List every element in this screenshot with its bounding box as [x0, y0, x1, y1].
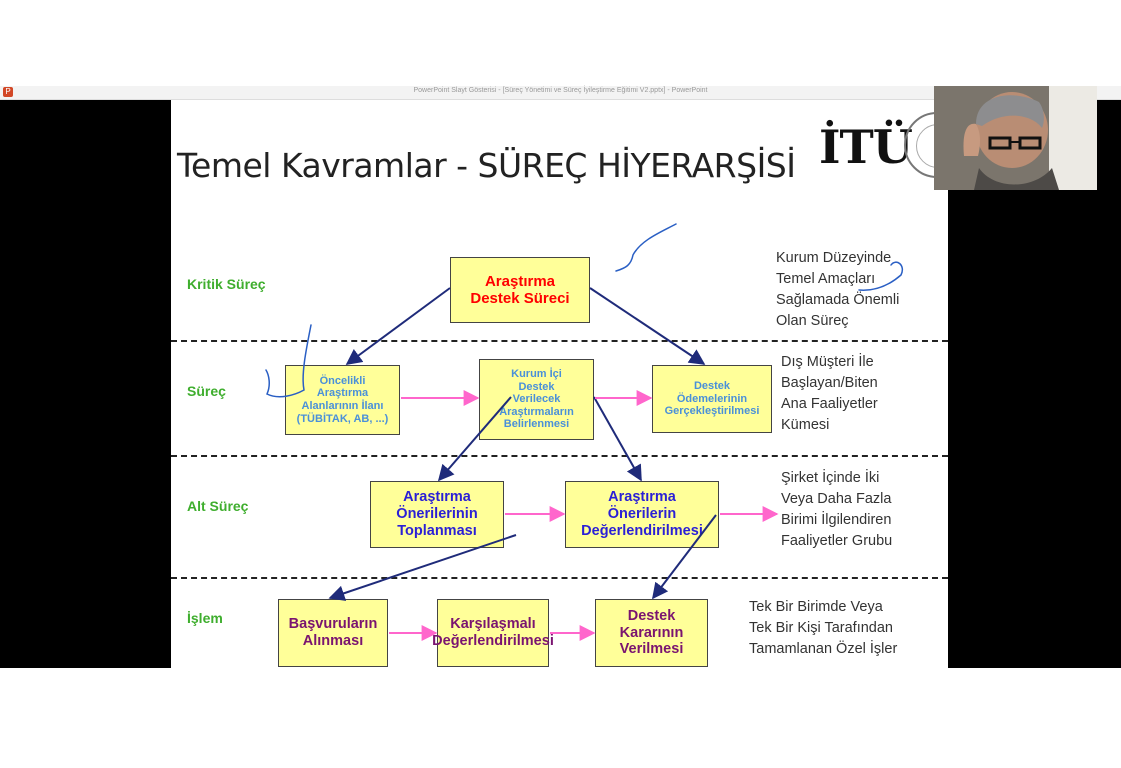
- box-basvurularin-alinmasi: Başvuruların Alınması: [278, 599, 388, 667]
- separator-3: [171, 577, 948, 579]
- diagram-connectors: [265, 223, 903, 641]
- separator-2: [171, 455, 948, 457]
- pen-stroke-3: [858, 261, 903, 291]
- box-oncelikli-alanlar: Öncelikli Araştırma Alanlarının İlanı (T…: [285, 365, 400, 435]
- description-process: Dış Müşteri İle Başlayan/Biten Ana Faali…: [781, 354, 878, 433]
- right-letterbox: [948, 100, 1121, 668]
- description-task: Tek Bir Birimde Veya Tek Bir Kişi Tarafı…: [749, 599, 898, 657]
- pen-stroke-1: [615, 223, 677, 272]
- arrow-critical-to-odemeler: [589, 287, 706, 365]
- box-destek-odemeleri: Destek Ödemelerinin Gerçekleştirilmesi: [652, 365, 772, 433]
- arrow-toplanmasi-to-basvurular: [328, 534, 517, 601]
- pen-annotations: [265, 223, 903, 398]
- level-label-critical: Kritik Süreç: [187, 276, 266, 292]
- arrow-critical-to-oncelikli: [345, 287, 451, 365]
- webcam-person-icon: [934, 86, 1097, 190]
- level-label-task: İşlem: [187, 610, 223, 626]
- window-titlebar: P PowerPoint Slayt Gösterisi - [Süreç Yö…: [0, 86, 1121, 100]
- box-destek-kararinin-verilmesi: Destek Kararının Verilmesi: [595, 599, 708, 667]
- itu-logo: İTÜ: [819, 120, 913, 174]
- window-title: PowerPoint Slayt Gösterisi - [Süreç Yöne…: [413, 87, 708, 94]
- arrow-kurumici-to-degerlendirilmesi: [593, 396, 642, 482]
- box-kurum-ici-destek: Kurum İçi Destek Verilecek Araştırmaları…: [479, 359, 594, 440]
- left-letterbox: [0, 100, 171, 668]
- box-arastirma-destek-sureci: Araştırma Destek Süreci: [450, 257, 590, 323]
- slide[interactable]: Temel Kavramlar - SÜREÇ HİYERARŞİSİ İTÜ …: [171, 100, 948, 668]
- arrow-kurumici-to-toplanmasi: [437, 396, 512, 482]
- flow-arrows: [389, 390, 779, 641]
- level-label-subprocess: Alt Süreç: [187, 498, 249, 514]
- box-onerilerin-degerlendirilmesi: Araştırma Önerilerin Değerlendirilmesi: [565, 481, 719, 548]
- description-critical: Kurum Düzeyinde Temel Amaçları Sağlamada…: [776, 250, 900, 329]
- powerpoint-icon: P: [3, 87, 13, 97]
- hierarchy-arrows: [328, 287, 717, 601]
- description-subprocess: Şirket İçinde İki Veya Daha Fazla Birimi…: [781, 470, 893, 549]
- slide-title: Temel Kavramlar - SÜREÇ HİYERARŞİSİ: [177, 146, 796, 185]
- pen-stroke-2: [265, 324, 312, 398]
- separator-1: [171, 340, 948, 342]
- level-label-process: Süreç: [187, 383, 226, 399]
- webcam-overlay: [934, 86, 1097, 190]
- arrow-degerlendirme-to-karar: [652, 514, 717, 600]
- box-onerilerin-toplanmasi: Araştırma Önerilerinin Toplanması: [370, 481, 504, 548]
- box-karsilasmali-degerlendirme: Karşılaşmalı Değerlendirilmesi: [432, 599, 554, 667]
